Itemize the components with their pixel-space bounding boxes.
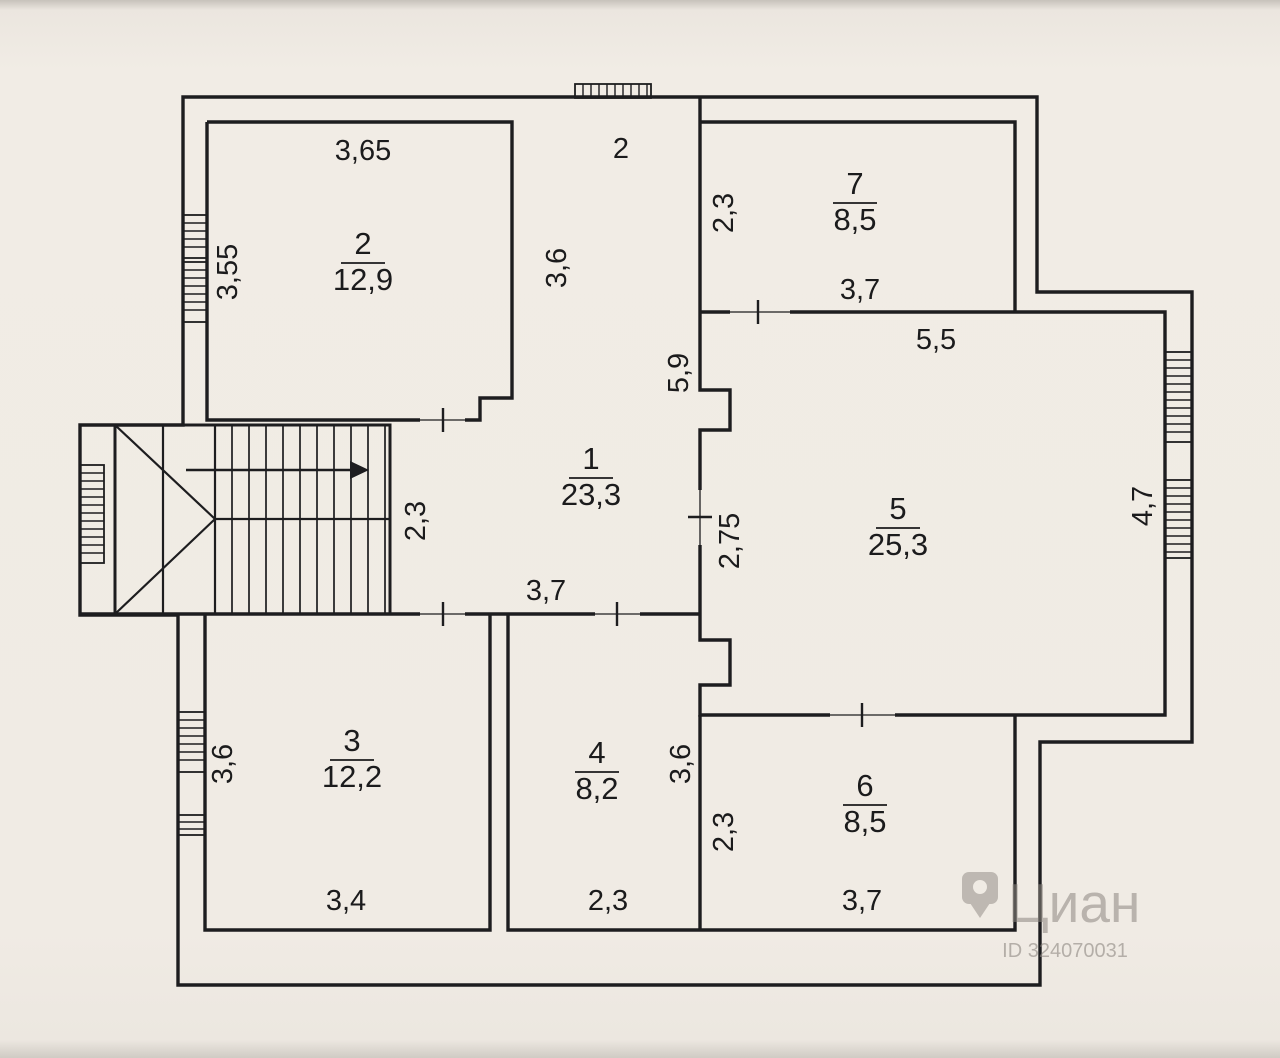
room-number: 4 [588, 735, 605, 770]
window-hatch [178, 821, 205, 830]
room-area: 12,9 [333, 262, 393, 297]
room-label-4: 4 8,2 [575, 735, 619, 806]
dimension-label: 3,55 [212, 244, 244, 300]
dimension-label: 2,3 [400, 501, 432, 541]
room-number: 5 [889, 491, 906, 526]
window-frame [177, 814, 206, 836]
room-number: 1 [582, 441, 599, 476]
window-icon [574, 83, 652, 99]
room-area: 8,5 [843, 804, 886, 839]
window-frame [574, 83, 652, 99]
window-icon [182, 214, 208, 259]
dimension-label: 2,75 [714, 513, 746, 569]
walls [78, 95, 1194, 987]
room-number: 3 [343, 723, 360, 758]
window-hatch [178, 719, 205, 761]
window-frame [1164, 351, 1193, 443]
window-hatch [1165, 359, 1192, 433]
staircase [113, 423, 392, 616]
dimension-label: 3,6 [665, 744, 697, 784]
room-area: 8,2 [575, 771, 618, 806]
dimension-label: 3,7 [840, 274, 880, 306]
dimension-label: 5,5 [916, 324, 956, 356]
room-label-5: 5 25,3 [868, 491, 928, 562]
stair-winder-lines [114, 424, 390, 615]
pin-hole [973, 880, 987, 894]
dimension-label: 4,7 [1127, 486, 1159, 526]
window-hatch [582, 84, 648, 98]
window-icon [1164, 351, 1193, 443]
room-number: 2 [354, 226, 371, 261]
dimension-label: 2 [613, 133, 629, 165]
windows [79, 83, 1193, 836]
window-icon [182, 261, 208, 323]
window-frame [79, 464, 105, 564]
stair-arrow-head-icon [350, 461, 369, 479]
window-hatch [183, 222, 207, 248]
room-label-2: 2 12,9 [333, 226, 393, 297]
door-openings [420, 300, 895, 727]
room-area: 12,2 [322, 759, 382, 794]
room-area: 8,5 [833, 202, 876, 237]
dimension-label: 2,3 [708, 812, 740, 852]
dimension-label: 3,7 [526, 575, 566, 607]
dimension-labels: 3,65 2 3,7 5,5 3,7 3,4 2,3 3,7 3,55 3,6 … [207, 133, 1159, 917]
window-hatch [183, 269, 207, 311]
room-7-walls [700, 120, 1017, 312]
room-4-walls [506, 614, 700, 932]
window-frame [182, 214, 208, 259]
window-icon [177, 814, 206, 836]
window-icon [79, 464, 105, 564]
dimension-label: 5,9 [663, 353, 695, 393]
window-frame [1164, 479, 1193, 559]
window-frame [177, 711, 206, 773]
window-hatch [1165, 487, 1192, 553]
room-number: 6 [856, 768, 873, 803]
room-label-3: 3 12,2 [322, 723, 382, 794]
pin-point [968, 900, 992, 918]
outer-wall [78, 95, 1194, 987]
stair-treads [231, 425, 386, 614]
window-icon [1164, 479, 1193, 559]
room-label-7: 7 8,5 [833, 166, 877, 237]
dimension-label: 2,3 [708, 193, 740, 233]
room-area: 25,3 [868, 527, 928, 562]
dimension-label: 3,65 [335, 135, 391, 167]
dimension-label: 3,6 [541, 248, 573, 288]
room-labels: 1 23,3 2 12,9 3 12,2 4 8,2 5 25,3 6 8,5 [322, 166, 928, 839]
watermark-brand: Циан [1008, 872, 1140, 934]
window-frame [182, 261, 208, 323]
room-area: 23,3 [561, 477, 621, 512]
dimension-label: 3,6 [207, 744, 239, 784]
room-label-1: 1 23,3 [561, 441, 621, 512]
room-number: 7 [846, 166, 863, 201]
room-5-walls [698, 310, 1167, 717]
window-hatch [80, 472, 104, 554]
watermark-id: ID 324070031 [1002, 940, 1128, 962]
dimension-label: 3,7 [842, 885, 882, 917]
dimension-label: 2,3 [588, 885, 628, 917]
location-pin-icon [962, 872, 998, 918]
room-label-6: 6 8,5 [843, 768, 887, 839]
dimension-label: 3,4 [326, 885, 366, 917]
window-icon [177, 711, 206, 773]
stair-outline [113, 423, 392, 616]
room-6-walls [700, 715, 1017, 932]
watermark: Циан ID 324070031 [962, 872, 1140, 962]
